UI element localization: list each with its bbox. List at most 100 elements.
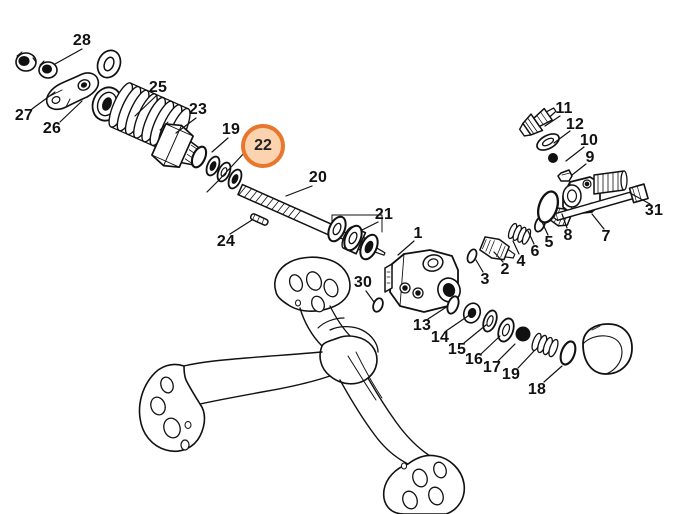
- leader-line-12: [553, 130, 571, 144]
- callout-number-11[interactable]: 11: [555, 101, 572, 117]
- callout-number-text: 31: [644, 202, 664, 219]
- leader-line-20: [285, 185, 313, 197]
- parts-2-to-6-fitting-train: [466, 206, 572, 264]
- part-1-valve-body: [384, 249, 461, 313]
- callout-number-19[interactable]: 19: [222, 122, 240, 138]
- part-11-grease-nipple: [518, 107, 557, 137]
- leader-line-13: [427, 305, 449, 320]
- leader-line-8: [561, 213, 568, 229]
- highlighted-part-badge-22[interactable]: 22: [241, 124, 285, 168]
- callout-number-text: 9: [585, 149, 595, 166]
- leader-line-17: [497, 343, 516, 362]
- callout-number-text: 30: [353, 274, 373, 291]
- callout-number-31[interactable]: 31: [645, 203, 663, 219]
- part-22-spacer-stack: [205, 155, 243, 190]
- callout-number-text: 19: [501, 366, 521, 383]
- callout-number-15[interactable]: 15: [448, 342, 466, 358]
- callout-number-text: 24: [216, 233, 236, 250]
- callout-number-26[interactable]: 26: [43, 121, 61, 137]
- callout-number-text: 4: [516, 253, 526, 270]
- callout-number-6[interactable]: 6: [530, 244, 539, 260]
- part-31-bolt: [553, 183, 649, 221]
- callout-number-10[interactable]: 10: [580, 133, 598, 149]
- leader-line-3: [475, 259, 484, 273]
- leader-line-18: [543, 365, 563, 383]
- callout-number-text: 26: [42, 120, 62, 137]
- part-30-oring: [372, 297, 384, 313]
- leader-line-28: [54, 48, 83, 65]
- callout-number-16[interactable]: 16: [465, 352, 483, 368]
- part-12-seal-ring: [536, 133, 560, 151]
- leader-line-19: [211, 137, 229, 153]
- callout-number-17[interactable]: 17: [483, 360, 501, 376]
- leader-line-14: [445, 315, 469, 332]
- callout-number-13[interactable]: 13: [413, 318, 431, 334]
- callout-number-text: 21: [374, 206, 394, 223]
- callout-number-14[interactable]: 14: [431, 330, 449, 346]
- callout-number-text: 7: [601, 228, 611, 245]
- leader-line-24: [229, 219, 253, 235]
- central-bracket-yoke: [138, 256, 466, 514]
- leader-line-30: [365, 290, 375, 303]
- callout-number-text: 3: [480, 271, 490, 288]
- callout-number-text: 15: [447, 341, 467, 358]
- part-27-lever-arm: [45, 72, 100, 111]
- callout-number-4[interactable]: 4: [516, 254, 525, 270]
- part-21-seal-set: [327, 214, 383, 261]
- callout-number-27[interactable]: 27: [15, 108, 33, 124]
- callout-number-5[interactable]: 5: [544, 235, 553, 251]
- callout-number-7[interactable]: 7: [601, 229, 610, 245]
- callout-number-text: 25: [148, 79, 168, 96]
- callout-number-23[interactable]: 23: [189, 102, 207, 118]
- leader-line-5: [541, 221, 549, 236]
- leader-line-1: [397, 240, 415, 256]
- part-28-nuts: [15, 51, 58, 79]
- callout-number-8[interactable]: 8: [563, 228, 572, 244]
- callout-number-text: 28: [72, 32, 92, 49]
- leader-line-19: [517, 350, 535, 369]
- callout-number-12[interactable]: 12: [566, 117, 584, 133]
- leader-line-11: [544, 115, 561, 127]
- callout-number-1[interactable]: 1: [413, 226, 422, 242]
- callout-number-text: 10: [579, 132, 599, 149]
- callout-number-30[interactable]: 30: [354, 275, 372, 291]
- part-8-oring: [536, 190, 560, 224]
- callout-number-21[interactable]: 21: [375, 207, 393, 223]
- callout-number-20[interactable]: 20: [309, 170, 327, 186]
- leader-line-31: [629, 192, 651, 205]
- leader-line-27: [31, 91, 56, 110]
- part-24-pin: [249, 213, 269, 226]
- callout-leader-lines: [31, 48, 651, 383]
- callout-number-24[interactable]: 24: [217, 234, 235, 250]
- leader-line-6: [527, 230, 535, 245]
- part-10-ball: [548, 153, 558, 163]
- callout-number-text: 12: [565, 116, 585, 133]
- leader-line-23: [175, 117, 197, 134]
- part-19-oring-left: [190, 145, 208, 169]
- callout-number-text: 11: [555, 100, 573, 117]
- callout-number-text: 20: [308, 169, 328, 186]
- leader-line-2: [493, 251, 504, 263]
- callout-number-text: 2: [500, 261, 510, 278]
- callout-number-3[interactable]: 3: [480, 272, 489, 288]
- callout-number-text: 18: [527, 381, 547, 398]
- callout-number-text: 5: [544, 234, 554, 251]
- leader-line-26: [59, 100, 83, 123]
- callout-number-text: 13: [412, 317, 432, 334]
- callout-number-text: 8: [563, 227, 573, 244]
- callout-number-text: 16: [464, 351, 484, 368]
- callout-number-9[interactable]: 9: [585, 150, 594, 166]
- highlighted-part-number: 22: [254, 137, 272, 154]
- callout-number-25[interactable]: 25: [149, 80, 167, 96]
- parts-artwork: [15, 49, 649, 514]
- callout-number-28[interactable]: 28: [73, 33, 91, 49]
- callout-number-text: 14: [430, 329, 450, 346]
- callout-number-19[interactable]: 19: [502, 367, 520, 383]
- callout-number-text: 23: [188, 101, 208, 118]
- callout-number-18[interactable]: 18: [528, 382, 546, 398]
- callout-number-text: 19: [221, 121, 241, 138]
- leader-line-4: [512, 240, 520, 255]
- callout-number-2[interactable]: 2: [500, 262, 509, 278]
